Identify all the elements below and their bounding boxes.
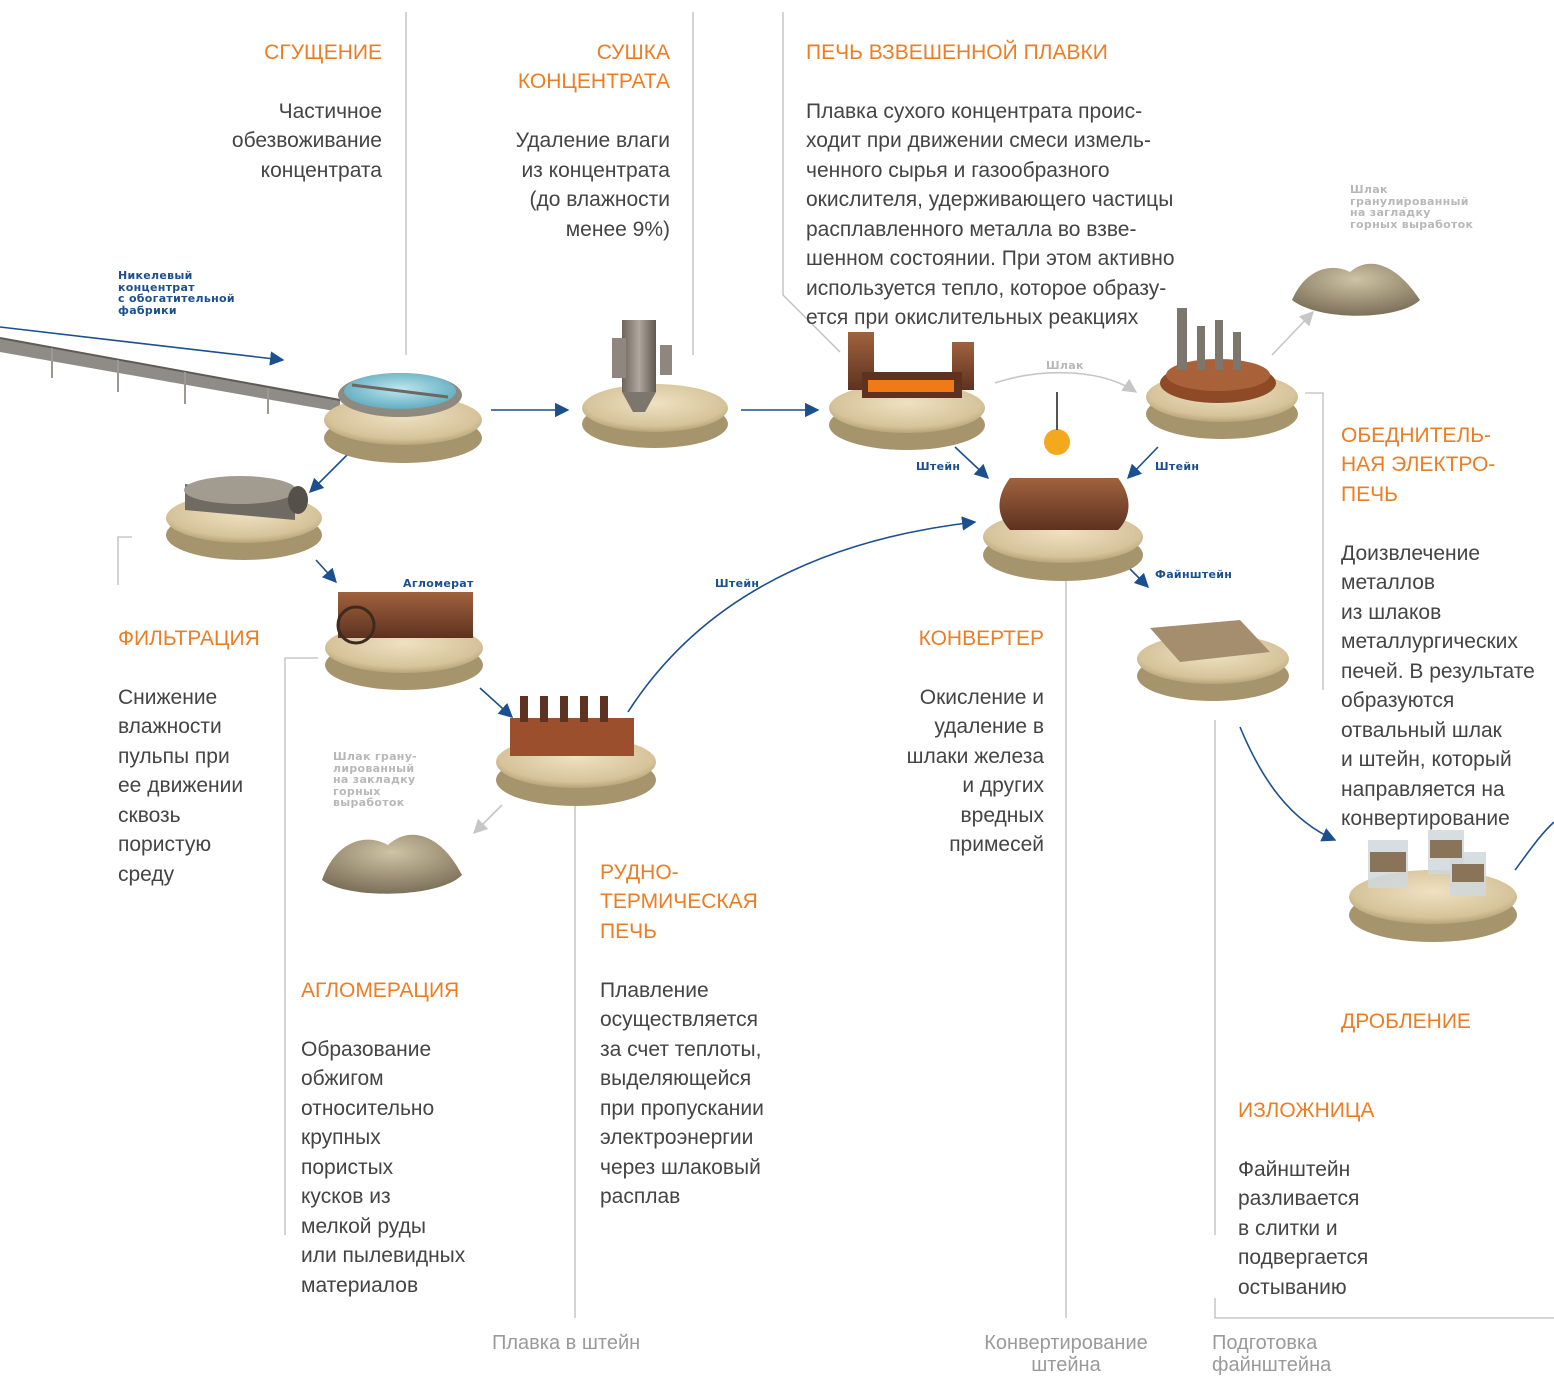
mold-block: ИЗЛОЖНИЦА Файнштейн разливается в слитки… (1238, 1066, 1438, 1332)
flow-arrows (0, 326, 1554, 871)
slag-pile-top (1292, 263, 1420, 316)
matte-right-label: Штейн (1155, 460, 1200, 473)
filter-illustration (166, 476, 322, 560)
slag-top-label: Шлак гранулированный на загладку горных … (1350, 183, 1474, 231)
matte-curve-label: Штейн (715, 577, 760, 590)
electric-furnace-title: ОБЕДНИТЕЛЬ- НАЯ ЭЛЕКТРО- ПЕЧЬ (1341, 423, 1496, 506)
agglomeration-block: АГЛОМЕРАЦИЯ Образование обжигом относите… (301, 946, 501, 1330)
matte-left-label: Штейн (916, 460, 961, 473)
mold-title: ИЗЛОЖНИЦА (1238, 1098, 1375, 1122)
flash-furnace-text: Плавка сухого концентрата проис- ходит п… (806, 99, 1175, 330)
converter-title: КОНВЕРТЕР (918, 626, 1044, 650)
slag-arrows (472, 310, 1314, 835)
ore-thermal-block: РУДНО- ТЕРМИЧЕСКАЯ ПЕЧЬ Плавление осущес… (600, 828, 810, 1241)
footer-matte-smelting: Плавка в штейн (492, 1332, 641, 1354)
filtration-block: ФИЛЬТРАЦИЯ Снижение влажности пульпы при… (118, 594, 298, 919)
agglomerate-label: Агломерат (403, 577, 474, 590)
agglomeration-text: Образование обжигом относительно крупных… (301, 1037, 466, 1297)
conveyor (0, 337, 341, 414)
electric-furnace-block: ОБЕДНИТЕЛЬ- НАЯ ЭЛЕКТРО- ПЕЧЬ Доизвлечен… (1341, 391, 1554, 863)
ore-thermal-text: Плавление осуществляется за счет теплоты… (600, 978, 764, 1209)
thickening-text: Частичное обезвоживание концентрата (231, 99, 382, 182)
drying-text: Удаление влаги из концентрата (до влажно… (515, 129, 670, 241)
slag-pile-bottom (322, 834, 462, 894)
flash-furnace-title: ПЕЧЬ ВЗВЕШЕННОЙ ПЛАВКИ (806, 40, 1108, 64)
thickening-block: СГУЩЕНИЕ Частичное обезвоживание концент… (150, 8, 382, 215)
thickening-title: СГУЩЕНИЕ (264, 40, 382, 64)
electric-furnace-illustration (1146, 308, 1298, 439)
thickener-illustration (324, 373, 482, 463)
crushing-title: ДРОБЛЕНИЕ (1341, 1009, 1471, 1033)
nickel-concentrate-label: Никелевый концентрат с обогатительной фа… (118, 269, 235, 317)
mold-illustration (1137, 620, 1289, 701)
crushing-block: ДРОБЛЕНИЕ (1341, 977, 1541, 1066)
dryer-illustration (582, 320, 728, 448)
converter-text: Окисление и удаление в шлаки железа и др… (906, 685, 1044, 857)
filtration-title: ФИЛЬТРАЦИЯ (118, 626, 260, 650)
slag-bottom-label: Шлак грану- лированный на закладку горны… (333, 750, 418, 809)
converter-illustration (983, 392, 1143, 581)
drying-title: СУШКА КОНЦЕНТРАТА (517, 40, 670, 94)
converter-block: КОНВЕРТЕР Окисление и удаление в шлаки ж… (862, 594, 1044, 889)
flash-furnace-illustration (829, 332, 985, 450)
ore-thermal-title: РУДНО- ТЕРМИЧЕСКАЯ ПЕЧЬ (600, 860, 758, 943)
sinter-illustration (325, 592, 483, 690)
filtration-text: Снижение влажности пульпы при ее движени… (118, 685, 244, 886)
slag-label: Шлак (1046, 359, 1084, 372)
leader-lines (117, 12, 1554, 1319)
flash-furnace-block: ПЕЧЬ ВЗВЕШЕННОЙ ПЛАВКИ Плавка сухого кон… (806, 8, 1226, 362)
finestein-label: Файнштейн (1155, 568, 1233, 581)
drying-block: СУШКА КОНЦЕНТРАТА Удаление влаги из конц… (440, 8, 670, 274)
agglomeration-title: АГЛОМЕРАЦИЯ (301, 978, 460, 1002)
footer-matte-converting: Конвертирование штейна (984, 1332, 1148, 1376)
electric-furnace-text: Доизвлечение металлов из шлаков металлур… (1341, 541, 1535, 831)
footer-finestein-prep: Подготовка файнштейна (1212, 1332, 1332, 1376)
mold-text: Файнштейн разливается в слитки и подверг… (1238, 1157, 1369, 1299)
ore-thermal-illustration (496, 696, 656, 806)
crushing-illustration (1349, 830, 1517, 942)
